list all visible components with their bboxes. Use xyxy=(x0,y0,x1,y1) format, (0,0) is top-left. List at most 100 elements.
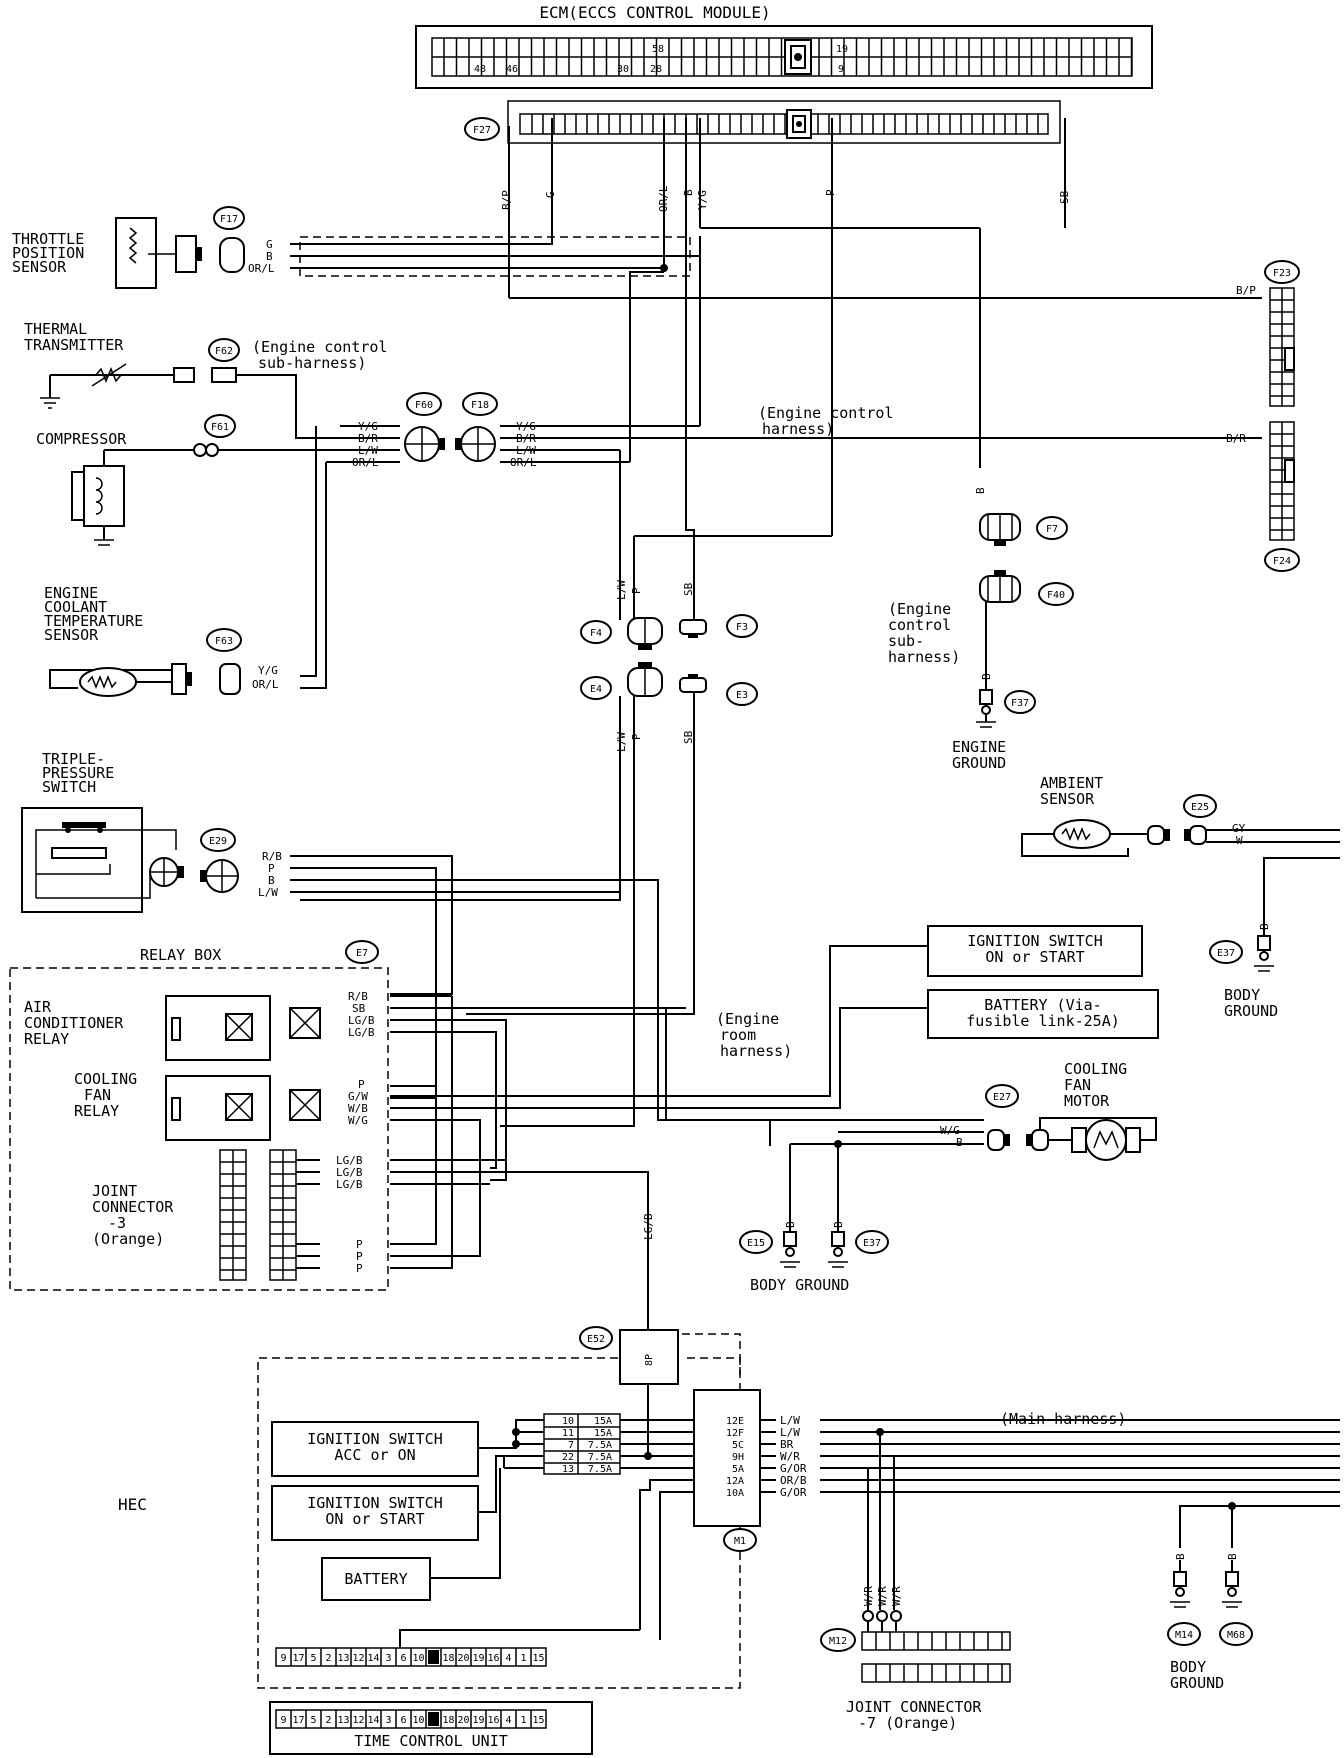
e29-connector xyxy=(200,859,239,893)
sub-harness-note-2: control xyxy=(888,616,951,634)
relay-box-label: RELAY BOX xyxy=(140,946,221,964)
f3-wire-sb: SB xyxy=(682,582,695,596)
f63-wire-yg: Y/G xyxy=(258,664,278,677)
m12-badge xyxy=(820,1628,856,1652)
e4-label: E4 xyxy=(590,684,602,695)
f4-wire-lw: L/W xyxy=(615,580,628,600)
f62-note-1: (Engine control xyxy=(252,338,387,356)
e27-badge xyxy=(985,1084,1019,1108)
cooling-motor-2: FAN xyxy=(1064,1076,1091,1094)
tcu-pin: 13 xyxy=(337,1653,349,1664)
fuse-feed-wires xyxy=(430,1419,544,1579)
f24-badge xyxy=(1264,548,1300,572)
battery-top-2: fusible link-25A) xyxy=(966,1012,1120,1030)
f62-label: F62 xyxy=(215,346,233,357)
joint3-wire-1: LG/B xyxy=(336,1154,363,1167)
e7-wire-wb: W/B xyxy=(348,1102,368,1115)
e7-wire-gw: G/W xyxy=(348,1090,368,1103)
hec-frame xyxy=(257,1357,741,1689)
engine-room-note-3: harness) xyxy=(720,1042,792,1060)
thermal-label-1: THERMAL xyxy=(24,320,87,338)
f23-badge xyxy=(1264,260,1300,284)
tcu-pin: 16 xyxy=(487,1715,499,1726)
ign-on-start-bottom-box xyxy=(271,1485,479,1541)
tcu-pin: 3 xyxy=(385,1653,391,1664)
battery-bottom: BATTERY xyxy=(344,1570,407,1588)
m1-pin: 12E xyxy=(726,1416,744,1427)
body-ground-bottom-1: BODY xyxy=(1170,1658,1206,1676)
m1-pin: 5C xyxy=(732,1440,744,1451)
e29-wire-b: B xyxy=(268,874,275,887)
e3-badge xyxy=(726,682,758,706)
fuse-number: 10 xyxy=(562,1416,574,1427)
engine-control-note-2: harness) xyxy=(762,420,834,438)
tcu-pin: 9 xyxy=(280,1653,286,1664)
ecm-wire-yg: Y/G xyxy=(696,190,709,210)
fuse-number: 13 xyxy=(562,1464,574,1475)
battery-top-box xyxy=(927,989,1159,1039)
compressor-label: COMPRESSOR xyxy=(36,430,127,448)
battery-top-1: BATTERY (Via- xyxy=(984,996,1101,1014)
ign-on-start-bottom-1: IGNITION SWITCH xyxy=(307,1494,442,1512)
m12-wire-3: W/R xyxy=(890,1586,903,1606)
f4-badge xyxy=(580,620,612,644)
e4-badge xyxy=(580,676,612,700)
tcu-pin: 12 xyxy=(352,1715,364,1726)
e7-wire-lgb-2: LG/B xyxy=(348,1026,375,1039)
f37-label: F37 xyxy=(1011,698,1029,709)
ecm-wire-g: G xyxy=(544,191,557,198)
throttle-label-3: SENSOR xyxy=(12,258,67,276)
f24-wire: B/R xyxy=(1226,432,1246,445)
tcu-pin: 10 xyxy=(412,1715,424,1726)
e25-label: E25 xyxy=(1191,802,1209,813)
joint3-connector xyxy=(219,1149,297,1281)
m1-wire-color: L/W xyxy=(780,1426,800,1439)
sub-harness-note-3: sub- xyxy=(888,632,924,650)
fuse-rating: 7.5A xyxy=(588,1452,612,1463)
e52-badge xyxy=(579,1326,613,1350)
joint3-wire-2: LG/B xyxy=(336,1166,363,1179)
e29-wire-lw: L/W xyxy=(258,886,278,899)
f7-connector xyxy=(979,513,1021,603)
e7-label: E7 xyxy=(356,948,368,959)
joint7-label-2: -7 (Orange) xyxy=(858,1714,957,1732)
m1-wire-color: BR xyxy=(780,1438,794,1451)
e4-e3-down-wires xyxy=(300,692,695,1127)
relay-box-frame xyxy=(9,967,389,1291)
sub-harness-note-1: (Engine xyxy=(888,600,951,618)
hec-label: HEC xyxy=(118,1495,147,1514)
e7-wire-rb: R/B xyxy=(348,990,368,1003)
ecm-wire-orl: OR/L xyxy=(657,185,670,212)
coolant-label-2: COOLANT xyxy=(44,598,107,616)
ambient-label-1: AMBIENT xyxy=(1040,774,1103,792)
fuse-to-m1-wires xyxy=(399,1419,694,1648)
f40-label: F40 xyxy=(1047,590,1065,601)
m14-label: M14 xyxy=(1175,1630,1193,1641)
m68-label: M68 xyxy=(1227,1630,1245,1641)
throttle-label-2: POSITION xyxy=(12,244,84,262)
triple-switch-symbol xyxy=(21,807,184,913)
e15-badge xyxy=(739,1230,773,1254)
tcu-pin: 4 xyxy=(505,1653,511,1664)
tcu-pin: 4 xyxy=(505,1715,511,1726)
tcu-pin: 13 xyxy=(337,1715,349,1726)
ac-relay-label-2: CONDITIONER xyxy=(24,1014,124,1032)
ecm-pin-9: 9 xyxy=(838,64,844,75)
m1-pin: 5A xyxy=(732,1464,744,1475)
throttle-label-1: THROTTLE xyxy=(12,230,84,248)
fuse-number: 11 xyxy=(562,1428,574,1439)
e7-wire-p: P xyxy=(358,1078,365,1091)
engine-ground-1: ENGINE xyxy=(952,738,1006,756)
f7-badge xyxy=(1036,516,1068,540)
tcu-pin: 19 xyxy=(472,1653,484,1664)
ecm-title: ECM(ECCS CONTROL MODULE) xyxy=(539,3,770,22)
m14-m68-grounds xyxy=(1170,1560,1242,1608)
body-ground-mid: BODY GROUND xyxy=(750,1276,849,1294)
f60-f18-connectors xyxy=(404,426,496,462)
hec-frame-top xyxy=(682,1333,741,1378)
e52-wire: LG/B xyxy=(642,1213,655,1240)
coolant-label-3: TEMPERATURE xyxy=(44,612,143,630)
tcu-pin: 19 xyxy=(472,1715,484,1726)
f63-wire-orl: OR/L xyxy=(252,678,279,691)
